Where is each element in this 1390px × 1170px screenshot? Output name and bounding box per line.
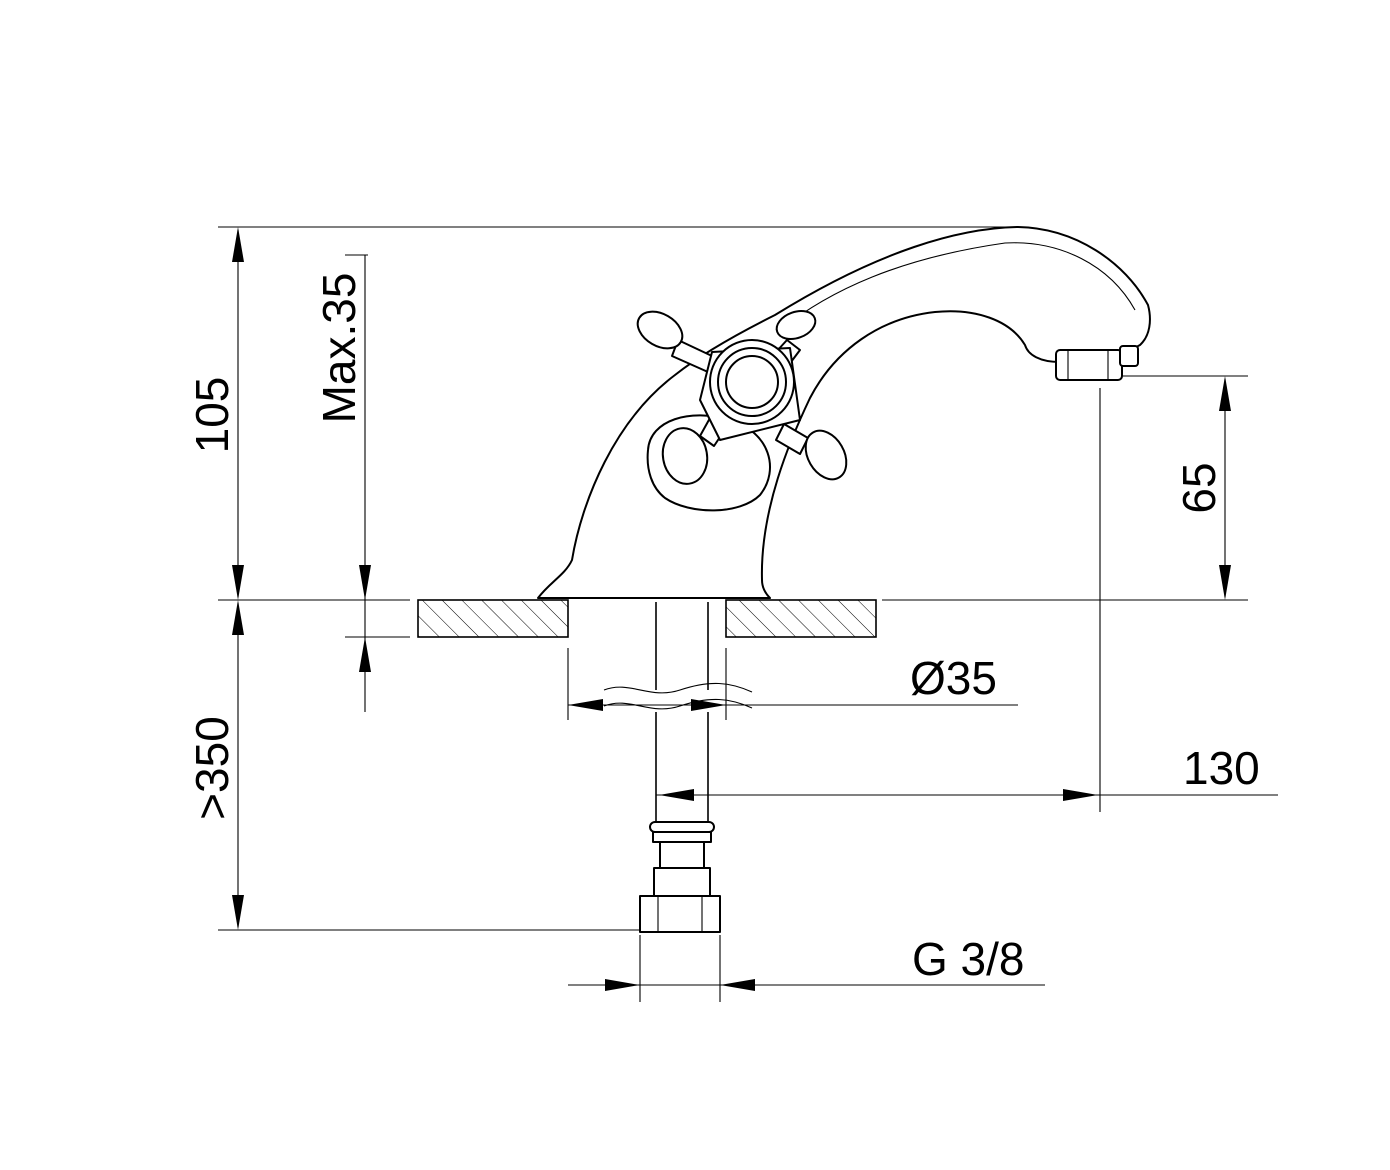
dim-max35 — [359, 255, 371, 712]
dim-diameter-35 — [568, 699, 1018, 711]
dim-130 — [656, 789, 1278, 801]
label-max35: Max.35 — [313, 273, 365, 424]
label-130: 130 — [1183, 742, 1260, 794]
label-g38: G 3/8 — [912, 933, 1025, 985]
countertop-section — [417, 599, 877, 638]
dim-105 — [232, 227, 244, 600]
label-350: >350 — [186, 716, 238, 820]
dim-65 — [1219, 376, 1231, 600]
label-diameter-35: Ø35 — [910, 652, 997, 704]
shank-and-hose — [603, 602, 753, 933]
faucet-body — [537, 226, 1151, 599]
dim-350 — [232, 600, 244, 930]
label-65: 65 — [1173, 462, 1225, 513]
label-105: 105 — [186, 377, 238, 454]
dim-g38 — [568, 979, 1045, 991]
cross-handle — [636, 309, 848, 485]
extension-lines — [218, 226, 1248, 1002]
